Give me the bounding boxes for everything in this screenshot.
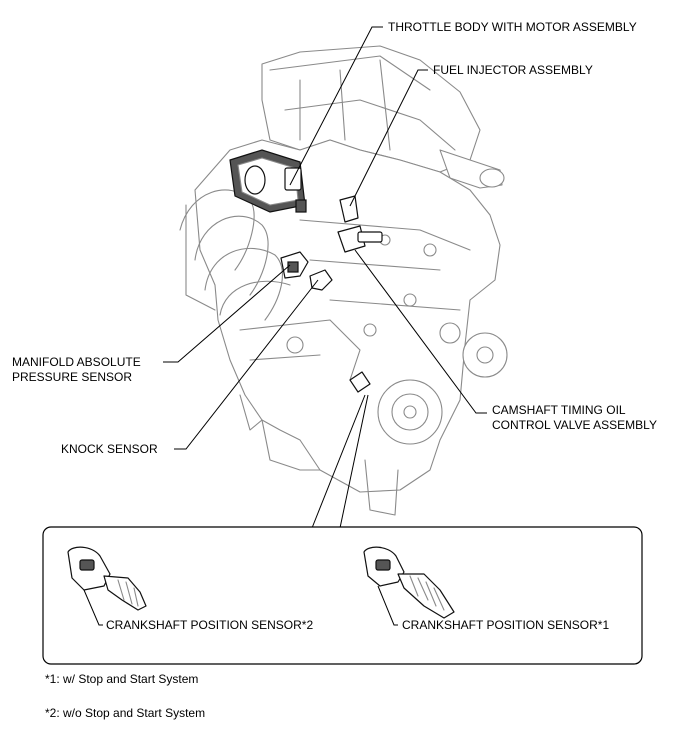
throttle-body-label: THROTTLE BODY WITH MOTOR ASSEMBLY bbox=[388, 20, 637, 34]
fuel-injector-label: FUEL INJECTOR ASSEMBLY bbox=[433, 63, 593, 77]
crankshaft-sensor-2-label: CRANKSHAFT POSITION SENSOR*2 bbox=[106, 618, 314, 632]
crankshaft-sensor-1-label: CRANKSHAFT POSITION SENSOR*1 bbox=[402, 618, 610, 632]
camshaft-ocv-label-line1: CAMSHAFT TIMING OIL bbox=[492, 403, 626, 417]
callout-leader-lines bbox=[83, 585, 398, 626]
crankshaft-callout-box bbox=[42, 526, 643, 665]
crankshaft-sensor-1-illustration bbox=[363, 546, 455, 619]
crankshaft-sensor-2-illustration bbox=[67, 546, 147, 611]
map-sensor-label-line1: MANIFOLD ABSOLUTE bbox=[12, 355, 141, 369]
camshaft-ocv-label-line2: CONTROL VALVE ASSEMBLY bbox=[492, 418, 657, 432]
footnote-1: *1: w/ Stop and Start System bbox=[45, 672, 199, 686]
engine-illustration bbox=[179, 45, 508, 516]
leader-lines bbox=[163, 26, 487, 529]
knock-sensor-label: KNOCK SENSOR bbox=[61, 442, 158, 456]
map-sensor-label-line2: PRESSURE SENSOR bbox=[12, 370, 133, 384]
footnote-2: *2: w/o Stop and Start System bbox=[45, 706, 206, 720]
